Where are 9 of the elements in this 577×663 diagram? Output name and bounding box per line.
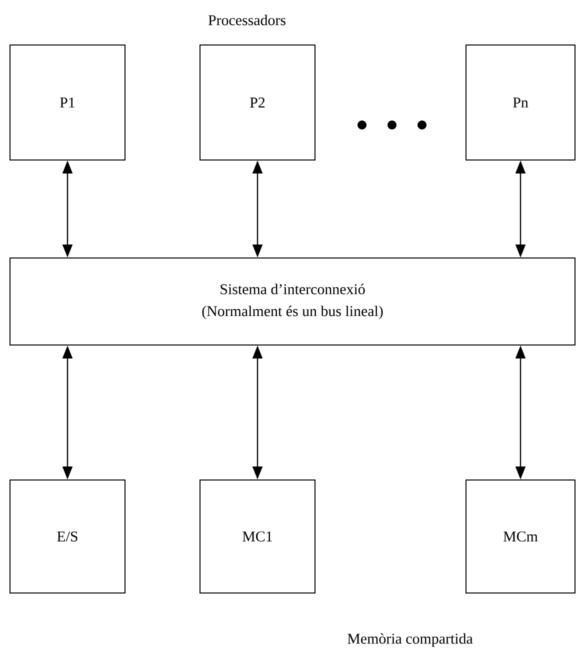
caption-label: Processadors — [208, 14, 286, 26]
component-box: MC1 — [200, 480, 316, 594]
component-box: P2 — [200, 44, 316, 160]
bus-box: Sistema d’interconnexió (Normalment és un bus lineal) — [10, 258, 576, 346]
component-box: Pn — [466, 44, 576, 160]
component-box: E/S — [10, 480, 126, 594]
caption-label: Memòria compartida — [348, 633, 473, 647]
component-box: P1 — [10, 44, 126, 160]
component-box: MCm — [466, 480, 576, 594]
